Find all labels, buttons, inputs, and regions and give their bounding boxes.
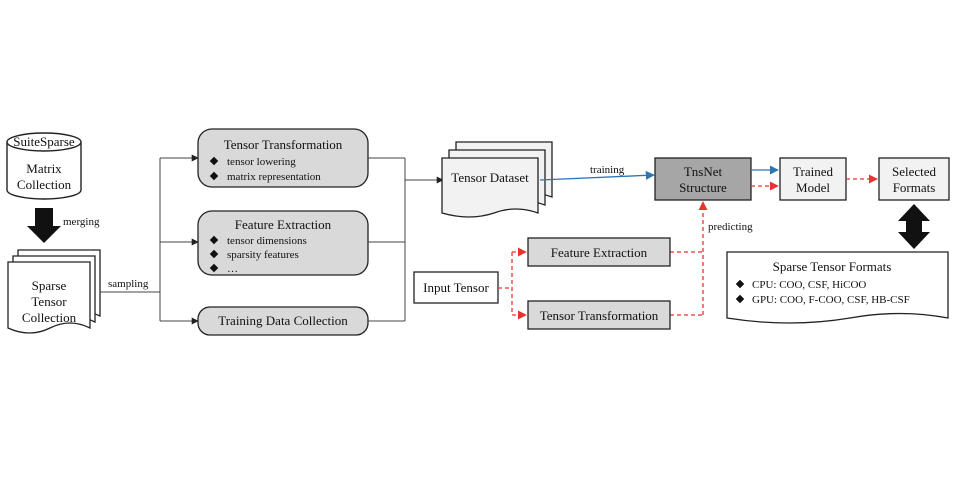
predict-feature-extraction-title: Feature Extraction: [551, 245, 648, 260]
document-stack-icon: [441, 141, 553, 218]
sparse-tensor-collection: Sparse Tensor Collection: [7, 249, 101, 334]
tensor-transformation-item: matrix representation: [227, 171, 321, 183]
feature-extraction-title: Feature Extraction: [235, 217, 332, 232]
predicting-label: predicting: [708, 221, 753, 233]
predict-tensor-transformation-title: Tensor Transformation: [540, 308, 659, 323]
prediction-connectors: [498, 201, 708, 320]
diamond-bullet-icon: [209, 263, 219, 273]
suitesparse-label-3: Collection: [17, 177, 72, 192]
tensor-dataset: Tensor Dataset: [441, 141, 553, 218]
tensor-transformation-item: tensor lowering: [227, 156, 296, 168]
cylinder-icon: [6, 142, 82, 200]
feature-extraction-item: tensor dimensions: [227, 235, 307, 247]
suitesparse-label-2: Matrix: [26, 161, 62, 176]
sparse-formats-item: CPU: COO, CSF, HiCOO: [752, 279, 866, 291]
trained-model-label-2: Model: [796, 180, 830, 195]
sparse-formats-title: Sparse Tensor Formats: [773, 259, 892, 274]
sparse-collection-label-3: Collection: [22, 310, 77, 325]
sparse-tensor-formats-box: Sparse Tensor Formats CPU: COO, CSF, HiC…: [726, 251, 949, 324]
feature-extraction-item: sparsity features: [227, 249, 299, 261]
document-stack-icon: [7, 249, 101, 334]
feature-extraction-box: Feature Extraction tensor dimensions spa…: [197, 210, 369, 276]
training-label: training: [590, 164, 625, 176]
sparse-collection-label-1: Sparse: [32, 278, 67, 293]
suitesparse-database: SuiteSparse Matrix Collection: [6, 132, 82, 200]
selected-formats-label-2: Formats: [893, 180, 936, 195]
tnsnet-label-1: TnsNet: [684, 164, 723, 179]
tensor-transformation-box: Tensor Transformation tensor lowering ma…: [197, 128, 369, 188]
tnsnet-label-2: Structure: [679, 180, 727, 195]
training-arrow: [539, 170, 655, 181]
predict-feature-extraction-box: Feature Extraction: [527, 237, 671, 267]
selected-formats-label-1: Selected: [892, 164, 937, 179]
trained-model-box: Trained Model: [779, 157, 847, 201]
sampling-connector: [100, 154, 199, 325]
merging-label: merging: [63, 216, 100, 228]
predict-tensor-transformation-box: Tensor Transformation: [527, 300, 671, 330]
double-arrow-icon: [898, 204, 930, 249]
sampling-label: sampling: [108, 278, 149, 290]
trained-model-label-1: Trained: [793, 164, 833, 179]
merging-arrow: [27, 208, 61, 243]
tensor-transformation-title: Tensor Transformation: [224, 137, 343, 152]
training-data-collection-title: Training Data Collection: [218, 313, 348, 328]
training-data-collection-box: Training Data Collection: [197, 306, 369, 336]
sparse-formats-item: GPU: COO, F-COO, CSF, HB-CSF: [752, 294, 910, 306]
dataset-connector: [368, 157, 444, 322]
input-tensor-box: Input Tensor: [413, 271, 499, 304]
selected-formats-box: Selected Formats: [878, 157, 950, 201]
tnsnet-structure-box: TnsNet Structure: [654, 157, 752, 201]
tensor-dataset-title: Tensor Dataset: [451, 170, 529, 185]
document-icon: [726, 251, 949, 324]
suitesparse-label-1: SuiteSparse: [13, 134, 75, 149]
feature-extraction-item: …: [227, 263, 238, 275]
input-tensor-title: Input Tensor: [423, 280, 489, 295]
sparse-collection-label-2: Tensor: [31, 294, 67, 309]
